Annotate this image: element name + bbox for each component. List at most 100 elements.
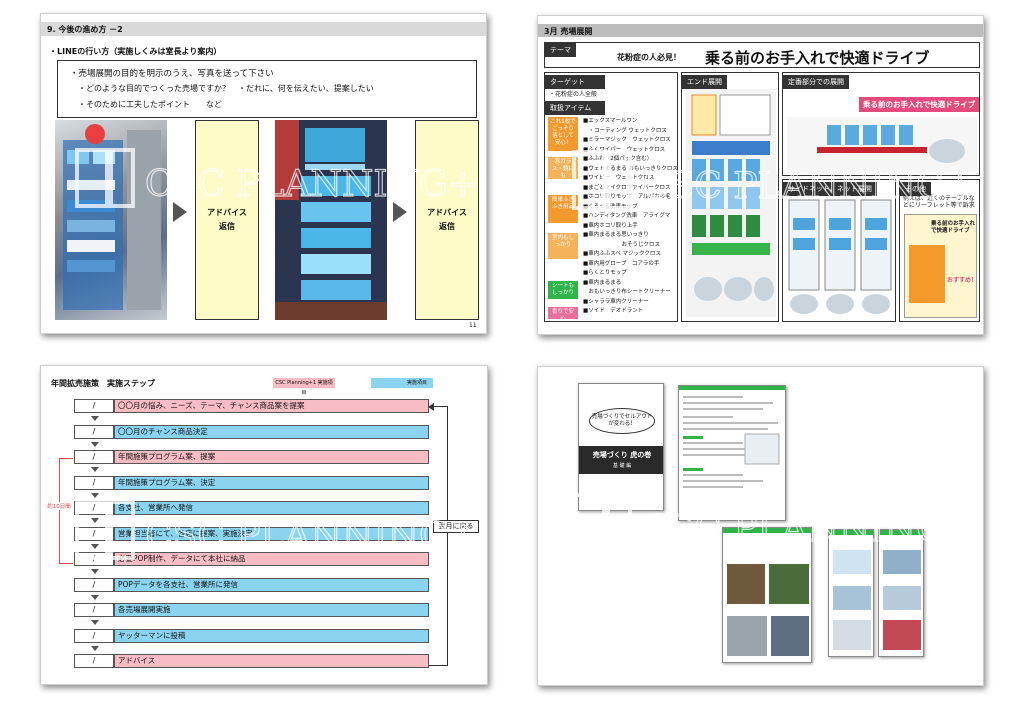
item-list: ■エックスマールワン ・コーティング ウェットクロス■ミラーマジック ウェットク… xyxy=(583,117,678,317)
item-line: ■ふふわ（2個パック含む） xyxy=(583,156,653,162)
slide-line-process: 9. 今後の進め方 －2 ・LINEの行い方（実施しくみは室長より案内） ・売場… xyxy=(40,13,487,334)
step-date: / xyxy=(74,526,114,541)
item-line: ■らくとりモップ xyxy=(583,270,627,276)
store-display-photo-2 xyxy=(275,120,387,320)
period-note: 約10日間 xyxy=(47,502,71,510)
down-arrow-icon xyxy=(91,543,99,549)
down-arrow-icon xyxy=(91,518,99,523)
item-line: ■ハンディタング洗車 アライグマ xyxy=(583,213,671,219)
reply-label: 返信 xyxy=(439,222,455,231)
leaflet-image xyxy=(909,245,945,303)
instruction-line-3: ・そのために工夫したポイント など xyxy=(78,100,222,109)
item-line: ■ホコリ取りモップ アルパカの毛 xyxy=(583,194,671,200)
step-label: 各支社、営業所へ発信 xyxy=(114,501,429,515)
cover-band: 売場づくり 虎の巻 基 礎 編 xyxy=(579,446,663,474)
advice-label: アドバイス xyxy=(207,208,247,217)
step-label: 各売場展開実施 xyxy=(114,603,429,617)
reply-label: 返信 xyxy=(219,222,235,231)
theme-tag: テーマ xyxy=(545,43,576,57)
category-badge: 室内もしっかり xyxy=(548,233,578,259)
slide-subtitle: ・LINEの行い方（実施しくみは室長より案内） xyxy=(49,47,222,56)
down-arrow-icon xyxy=(91,594,99,600)
side-display-panel: サイドネット、ネット展開 xyxy=(782,179,896,322)
loop-line xyxy=(447,406,448,666)
step-date: / xyxy=(74,628,114,643)
slide-header: 年間拡売施策 実施ステップ xyxy=(51,379,155,388)
step-date: / xyxy=(74,399,114,413)
leaflet-title: 乗る前のお手入れで快適ドライブ xyxy=(931,221,976,234)
step-date: / xyxy=(74,501,114,515)
item-line: おそうじクロス xyxy=(583,241,661,248)
legend-blue: 実施項目 xyxy=(371,378,433,388)
item-line: ■まごとマイクロファイバークロス xyxy=(583,184,671,191)
target-text: ・花粉症の人全般 xyxy=(549,91,598,98)
step-label: ヤッターマンに投稿 xyxy=(114,628,429,643)
step-label: 営業担当者にて、各店に提案、実施決定 xyxy=(114,526,429,541)
step-label: POPデータを各支社、営業所に発信 xyxy=(114,577,429,592)
slide-handbook: 売場づくりでセルアウトが変わる！ 売場づくり 虎の巻 基 礎 編 xyxy=(537,366,984,686)
instruction-line-2: ・どのような目的でつくった売場ですか？ ・だれに、何を伝えたい、提案したい xyxy=(78,84,374,93)
arrow-right-icon xyxy=(393,202,407,222)
store-display-photo-1 xyxy=(55,120,167,320)
down-arrow-icon xyxy=(91,441,99,447)
slide-header: 3月 売場展開 xyxy=(538,24,983,37)
step-date: / xyxy=(74,475,114,490)
items-tag: 取扱アイテム xyxy=(545,101,605,115)
item-line: ■ふくワイパー ウェットクロス xyxy=(583,146,666,153)
item-line: ■車内ふふスペ マジッククロス xyxy=(583,251,661,257)
item-line: ■ミラーマジック ウェットクロス xyxy=(583,137,671,143)
other-tag: その他 xyxy=(900,182,931,196)
period-bracket xyxy=(59,458,73,564)
legend-pink: CSC Planning+1 実施項目 xyxy=(273,378,335,396)
shelf-illustration xyxy=(787,117,977,173)
loop-line xyxy=(433,406,447,407)
handbook-photo-page-2 xyxy=(828,529,874,657)
step-label: 〇〇月の悩み、ニーズ、テーマ、チャンス商品案を提案 xyxy=(114,399,429,413)
down-arrow-icon xyxy=(91,492,99,498)
step-label: 年間施策プログラム案、決定 xyxy=(114,475,429,490)
step-date: / xyxy=(74,603,114,617)
down-arrow-icon xyxy=(91,416,99,421)
instruction-line-1: ・売場展開の目的を明示のうえ、写真を送って下さい xyxy=(70,69,274,79)
shelf-display-panel: 定番部分での展開 乗る前のお手入れで快適ドライブ xyxy=(782,72,980,176)
slide-march-display: 3月 売場展開 テーマ 花粉症の人必見！ 乗る前のお手入れで快適ドライブ ターゲ… xyxy=(537,15,984,335)
item-line: ■車内まるまる思いっきり xyxy=(583,232,649,238)
item-line: ■ワイピー ウェットクロス xyxy=(583,175,655,181)
cover-title: 売場づくり 虎の巻 xyxy=(592,451,652,459)
other-text: 例えば、近くのテーブルなどにリーフレット等で訴求 xyxy=(903,195,975,209)
down-arrow-icon xyxy=(91,620,99,625)
item-line: ■車内まるまる xyxy=(583,279,622,286)
item-line: ■ソイド デオドラント xyxy=(583,308,644,314)
step-label: 〇〇月のチャンス商品決定 xyxy=(114,424,429,439)
item-line: ■シャララ車内クリーナー xyxy=(583,298,649,305)
side-net-illustration xyxy=(788,199,892,314)
leaflet-recommend: おすすめ！ xyxy=(947,277,978,284)
return-next-month-label: 翌月に戻る xyxy=(433,520,479,533)
instruction-box: ・売場展開の目的を明示のうえ、写真を送って下さい ・どのような目的でつくった売場… xyxy=(57,60,477,118)
items-panel: ターゲット ・花粉症の人全般 取扱アイテム これ1枚でごっそり落として安心！ 窓… xyxy=(544,72,678,322)
item-line: ■車内ホコリ取り上手 xyxy=(583,222,638,229)
step-label: アドバイス xyxy=(114,654,429,668)
item-line: ・コーティング ウェットクロス xyxy=(583,127,667,134)
slide-implementation-steps: 年間拡売施策 実施ステップ CSC Planning+1 実施項目 実施項目 /… xyxy=(40,365,488,685)
other-display-panel: その他 例えば、近くのテーブルなどにリーフレット等で訴求 乗る前のお手入れで快適… xyxy=(899,179,980,322)
target-tag: ターゲット xyxy=(545,75,605,89)
theme-title: 乗る前のお手入れで快適ドライブ xyxy=(705,49,930,67)
end-display-panel: エンド展開 xyxy=(681,72,779,322)
step-date: / xyxy=(74,654,114,668)
advice-reply-box-1: アドバイス 返信 xyxy=(195,120,259,320)
handbook-cover: 売場づくりでセルアウトが変わる！ 売場づくり 虎の巻 基 礎 編 xyxy=(578,383,664,511)
category-badge: シートもしっかり xyxy=(548,281,578,299)
item-line: ■くるくる洗車モップ xyxy=(583,203,638,210)
down-arrow-icon xyxy=(91,467,99,472)
theme-box: テーマ 花粉症の人必見！ 乗る前のお手入れで快適ドライブ xyxy=(544,42,980,68)
step-date: / xyxy=(74,552,114,566)
down-arrow-icon xyxy=(91,645,99,651)
step-date: / xyxy=(74,577,114,592)
category-badge: 窓ガラス・鏡にも xyxy=(548,157,578,179)
handbook-photo-page-3 xyxy=(878,529,924,657)
shelf-display-tag: 定番部分での展開 xyxy=(783,75,849,89)
step-date: / xyxy=(74,424,114,439)
side-display-tag: サイドネット、ネット展開 xyxy=(783,182,877,196)
category-badge: 香りで安心 xyxy=(548,307,578,322)
